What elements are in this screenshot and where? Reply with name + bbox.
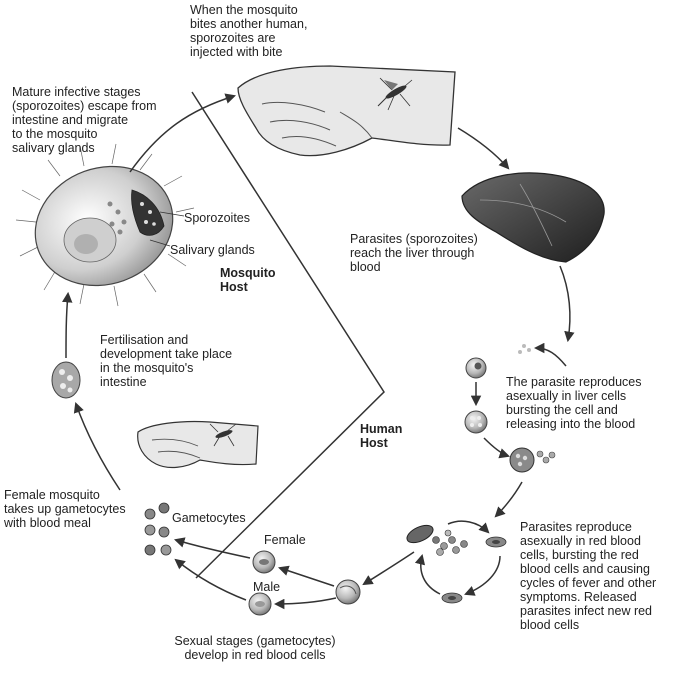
sporozoite-particles xyxy=(518,344,531,354)
label-gametocytes: Gametocytes xyxy=(172,511,246,525)
arrow-male-to-gametocytes xyxy=(174,558,247,601)
mosquito-salivary-gland-icon xyxy=(15,143,195,307)
arrow-liver-to-cells xyxy=(559,265,575,343)
liver-cell-stage-2 xyxy=(464,410,488,434)
rbc-burst-cluster xyxy=(406,524,468,556)
arrow-gametocyte-rbc-to-female xyxy=(278,565,335,587)
arrow-rbc-cycle-bottom xyxy=(414,553,441,595)
liver-cell-bursting xyxy=(509,447,556,473)
gametocyte-rbc xyxy=(335,579,361,605)
gametocyte-dots xyxy=(144,502,172,556)
arrow-rbc-cycle-top xyxy=(447,520,490,534)
arrow-oocyst-to-mosquito xyxy=(62,291,73,359)
label-sporozoites: Sporozoites xyxy=(184,211,251,225)
arrow-female-to-gametocytes xyxy=(173,537,251,559)
label-male: Male xyxy=(253,580,281,594)
label-fertilisation: Fertilisation and development take place… xyxy=(100,333,233,389)
label-female: Female xyxy=(264,533,306,547)
arrow-hand-to-liver xyxy=(457,127,510,170)
label-mature-stages: Mature infective stages (sporozoites) es… xyxy=(12,85,157,155)
host-divider-line xyxy=(191,91,385,579)
label-bite-human: When the mosquito bites another human, s… xyxy=(190,3,308,59)
female-gametocyte-cell xyxy=(252,550,276,574)
rbc-infected-right xyxy=(485,536,507,548)
cycle-arrows xyxy=(62,93,575,610)
arrow-cell2-to-burst xyxy=(483,437,510,459)
rbc-infected-bottom xyxy=(441,592,463,604)
arrow-gametocytes-to-oocyst xyxy=(73,402,121,491)
arrow-gametocyte-rbc-to-male xyxy=(273,597,337,610)
oocyst-icon xyxy=(51,361,81,399)
label-salivary-glands: Salivary glands xyxy=(170,243,255,257)
hand-mosquito-top-icon xyxy=(237,65,456,157)
label-liver-reproduce: The parasite reproduces asexually in liv… xyxy=(506,375,642,431)
liver-cell-stage-1 xyxy=(465,357,487,379)
hand-mosquito-bottom-icon xyxy=(137,420,259,469)
arrow-cell-to-sporozoites xyxy=(533,342,567,367)
label-human-host: Human Host xyxy=(360,422,403,450)
arrow-burst-to-rbc xyxy=(494,481,523,518)
liver-icon xyxy=(461,172,605,263)
label-mosquito-host: Mosquito Host xyxy=(220,266,276,294)
male-gametocyte-cell xyxy=(248,592,272,616)
arrow-rbc-to-gametocyte-rbc xyxy=(362,551,415,586)
label-rbc-reproduce: Parasites reproduce asexually in red blo… xyxy=(520,520,657,632)
label-sexual-stages: Sexual stages (gametocytes) develop in r… xyxy=(174,634,336,662)
label-liver: Parasites (sporozoites) reach the liver … xyxy=(350,232,478,274)
arrow-rbc-cycle-right xyxy=(464,555,501,596)
arrow-mosquito-to-hand xyxy=(129,93,237,173)
label-female-mosquito: Female mosquito takes up gametocytes wit… xyxy=(4,488,126,530)
